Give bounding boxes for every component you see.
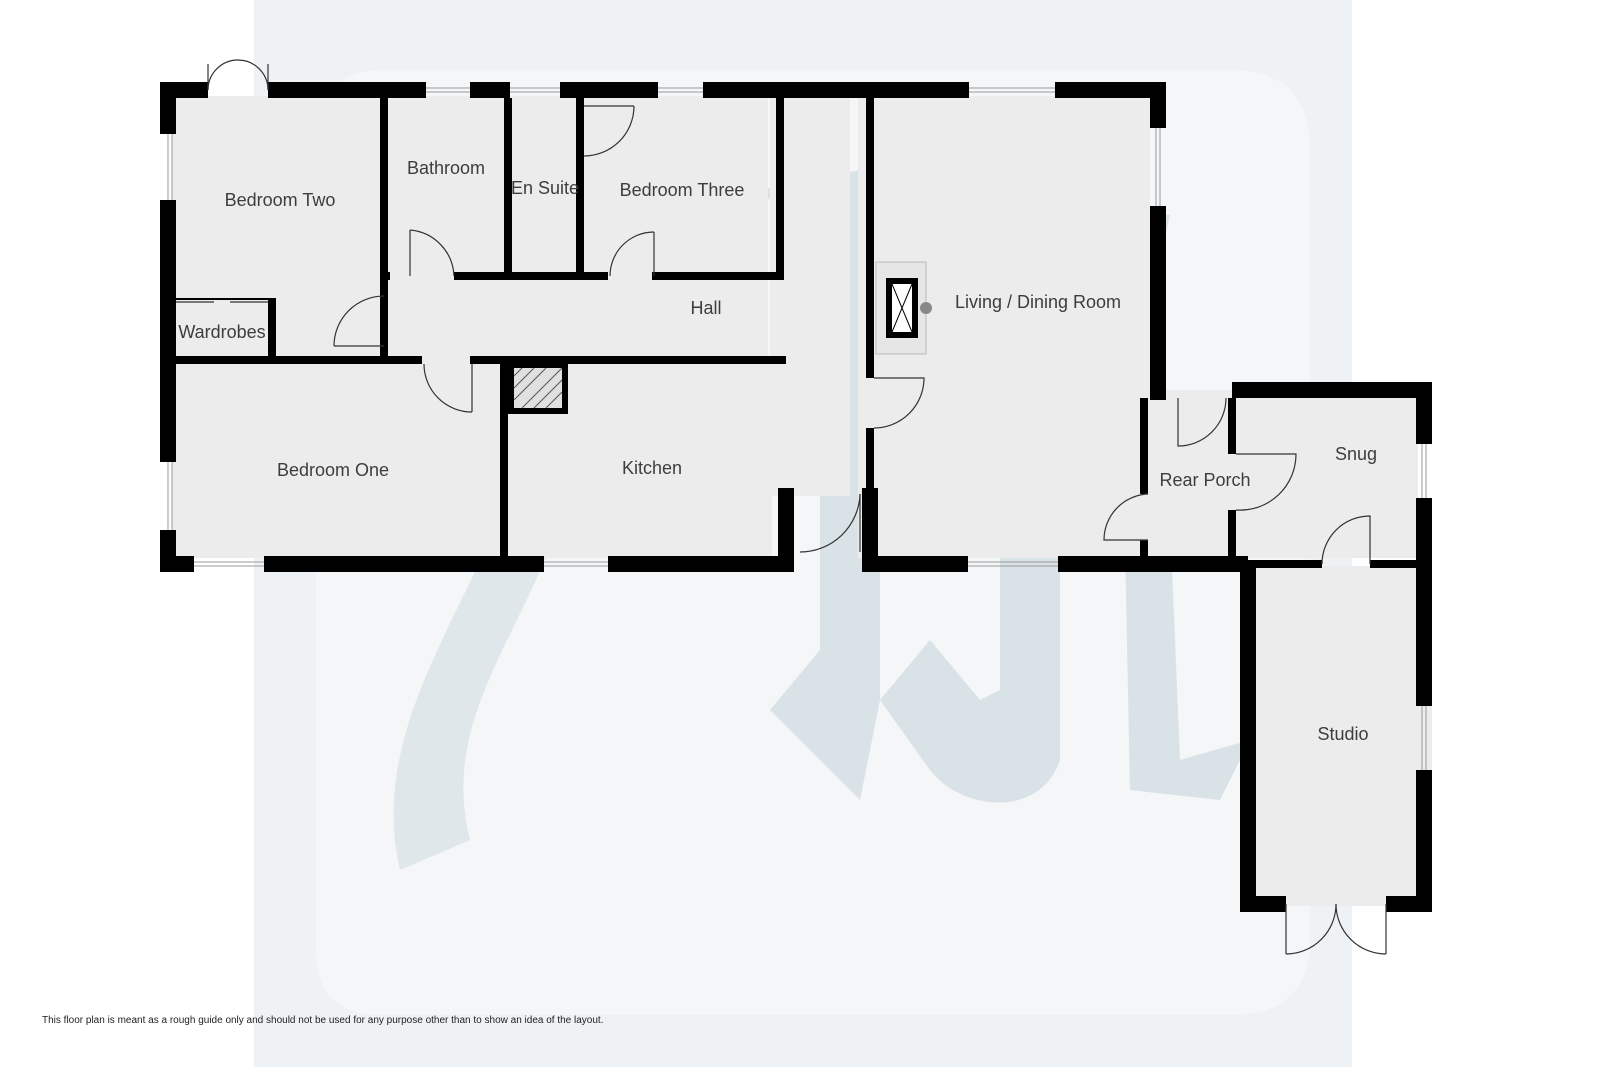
label-studio: Studio bbox=[1317, 724, 1368, 744]
fireplace bbox=[875, 261, 932, 355]
label-en-suite: En Suite bbox=[511, 178, 579, 198]
label-wardrobes: Wardrobes bbox=[178, 322, 265, 342]
label-rear-porch: Rear Porch bbox=[1159, 470, 1250, 490]
room-labels: Bedroom Two Bathroom En Suite Bedroom Th… bbox=[178, 158, 1377, 744]
windows bbox=[167, 87, 1427, 770]
label-kitchen: Kitchen bbox=[622, 458, 682, 478]
label-living-dining-room: Living / Dining Room bbox=[955, 292, 1121, 312]
floors bbox=[172, 96, 1432, 906]
label-hall: Hall bbox=[690, 298, 721, 318]
label-snug: Snug bbox=[1335, 444, 1377, 464]
walls bbox=[160, 82, 1432, 912]
doors bbox=[176, 59, 1387, 955]
disclaimer-text: This floor plan is meant as a rough guid… bbox=[42, 1015, 604, 1026]
label-bedroom-two: Bedroom Two bbox=[225, 190, 336, 210]
label-bedroom-one: Bedroom One bbox=[277, 460, 389, 480]
label-bedroom-three: Bedroom Three bbox=[620, 180, 745, 200]
label-bathroom: Bathroom bbox=[407, 158, 485, 178]
